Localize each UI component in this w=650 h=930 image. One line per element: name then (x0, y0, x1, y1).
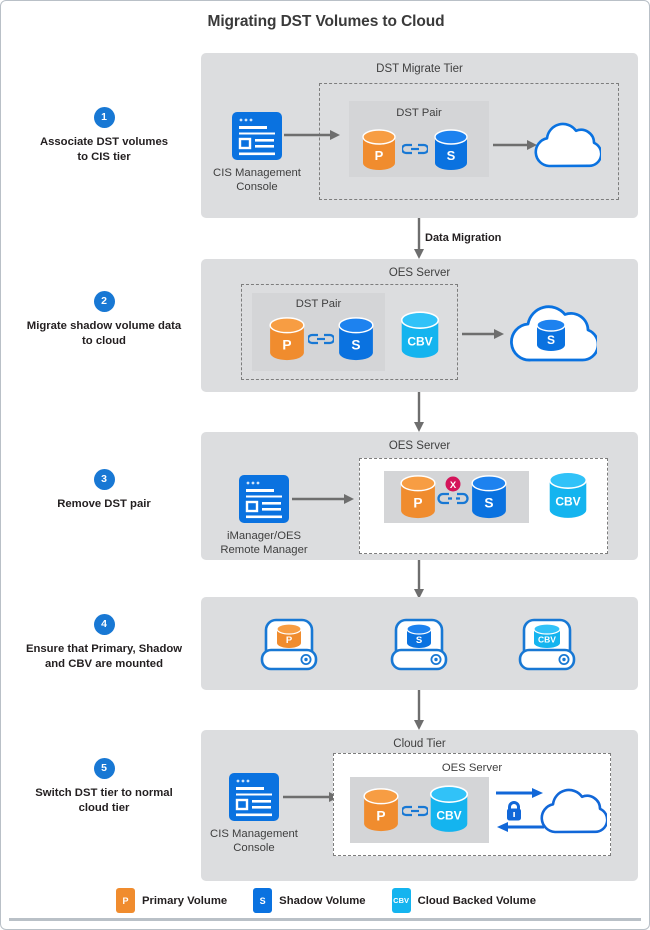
svg-text:X: X (450, 480, 457, 491)
step-1-label: 1 Associate DST volumes to CIS tier (9, 107, 199, 165)
step-1-console-caption: CIS Management Console (197, 166, 317, 194)
step-5-label: 5 Switch DST tier to normal cloud tier (9, 758, 199, 816)
shadow-volume-cylinder-2: S (338, 317, 374, 361)
oes-server-dashed-box-2 (241, 284, 458, 380)
arrow-console-to-dstpair-1 (284, 130, 340, 140)
cloud-backed-volume-cylinder-5: CBV (429, 785, 469, 832)
primary-volume-cylinder-5: P (363, 788, 399, 832)
cloud-icon-1 (534, 122, 601, 168)
mounted-cloud-backed-volume-icon: CBV (518, 618, 576, 671)
flow-arrow-2-to-3 (414, 392, 424, 432)
svg-text:S: S (447, 148, 456, 163)
secure-sync-arrows-with-lock-5 (496, 788, 544, 832)
step-2-badge: 2 (93, 291, 115, 312)
shadow-volume-cylinder-3: S (471, 475, 507, 519)
chain-link-icon-2 (308, 333, 334, 345)
broken-chain-link-icon-3: X (437, 476, 469, 505)
console-caption-line2: Console (236, 181, 278, 193)
imanager-oes-remote-manager-icon (239, 475, 289, 523)
panel-2-title: OES Server (388, 267, 451, 279)
svg-text:CBV: CBV (436, 808, 461, 822)
svg-text:P: P (282, 338, 291, 353)
primary-volume-cylinder-1: P (362, 129, 396, 170)
mounted-primary-volume-icon: P (260, 618, 318, 671)
svg-text:S: S (484, 496, 493, 511)
svg-text:P: P (375, 148, 384, 163)
arrow-dstpair-to-cloud-1 (493, 140, 537, 150)
svg-text:S: S (351, 338, 360, 353)
primary-volume-cylinder-2: P (269, 317, 305, 361)
console-caption-line1: CIS Management (213, 167, 301, 179)
shadow-volume-icon: S (253, 888, 273, 913)
legend-label-primary: Primary Volume (141, 894, 228, 907)
flow-arrow-4-to-5 (414, 690, 424, 730)
step-1-badge: 1 (93, 107, 115, 128)
svg-text:P: P (286, 635, 293, 646)
shadow-volume-cylinder-1: S (434, 129, 468, 170)
page-title: Migrating DST Volumes to Cloud (207, 13, 445, 30)
step-4-text-line2: and CBV are mounted (44, 658, 163, 670)
console-5-caption-line1: CIS Management (210, 828, 298, 840)
cis-management-console-icon-5 (229, 773, 279, 821)
flow-arrow-3-to-4 (414, 560, 424, 599)
svg-text:S: S (416, 635, 422, 646)
step-1-text-line1: Associate DST volumes (39, 136, 169, 148)
svg-text:S: S (547, 333, 555, 347)
step-4-label: 4 Ensure that Primary, Shadow and CBV ar… (9, 614, 199, 672)
data-migration-label: Data Migration (425, 232, 502, 244)
legend-item-cbv: CBV Cloud Backed Volume (391, 888, 537, 913)
arrow-console-to-oes-5 (283, 792, 339, 802)
step-5-console-caption: CIS Management Console (194, 827, 314, 855)
legend-label-shadow: Shadow Volume (279, 894, 366, 907)
step-5-text-line1: Switch DST tier to normal (35, 787, 173, 799)
step-5-badge: 5 (93, 758, 115, 779)
legend-label-cbv: Cloud Backed Volume (417, 894, 537, 907)
svg-text:CBV: CBV (538, 635, 556, 645)
arrow-manager-to-dstpair-3 (292, 494, 354, 504)
svg-text:P: P (376, 809, 385, 824)
step-4-text-line1: Ensure that Primary, Shadow (25, 643, 183, 655)
mounted-shadow-volume-icon: S (390, 618, 448, 671)
primary-volume-cylinder-3: P (400, 475, 436, 519)
step-4-badge: 4 (93, 614, 115, 635)
step-2-text-line2: to cloud (82, 335, 126, 347)
dst-pair-title-1: DST Pair (396, 107, 442, 119)
dst-pair-title-2: DST Pair (295, 298, 342, 310)
step-3-console-caption: iManager/OES Remote Manager (204, 529, 324, 557)
legend: P Primary Volume S Shadow Volume CBV Clo… (1, 888, 649, 913)
step-3-text-line1: Remove DST pair (57, 498, 151, 510)
flow-arrow-1-to-2 (414, 218, 424, 259)
chain-link-icon-5 (402, 805, 428, 817)
panel-1-title: DST Migrate Tier (376, 63, 463, 75)
legend-divider (9, 918, 641, 921)
step-2-text-line1: Migrate shadow volume data (26, 320, 182, 332)
remote-manager-caption-line2: Remote Manager (220, 544, 308, 556)
dst-migrate-tier-dashed-box (319, 83, 619, 200)
cloud-icon-5 (540, 788, 607, 834)
arrow-cbv-to-cloud-2 (462, 329, 504, 339)
step-2-label: 2 Migrate shadow volume data to cloud (9, 291, 199, 349)
console-5-caption-line2: Console (233, 842, 275, 854)
cloud-with-shadow-volume-icon-2: S (510, 305, 597, 362)
panel-5-title: Cloud Tier (393, 738, 446, 750)
svg-text:CBV: CBV (555, 494, 580, 508)
legend-item-shadow: S Shadow Volume (253, 888, 366, 913)
oes-server-title-5: OES Server (441, 762, 503, 774)
cloud-backed-volume-cylinder-3: CBV (548, 471, 588, 518)
step-1-text-line2: to CIS tier (77, 151, 131, 163)
cloud-backed-volume-cylinder-2: CBV (400, 311, 440, 358)
primary-volume-icon: P (115, 888, 135, 913)
panel-3-title: OES Server (388, 440, 451, 452)
chain-link-icon-1 (402, 143, 428, 155)
legend-item-primary: P Primary Volume (115, 888, 228, 913)
svg-text:CBV: CBV (407, 334, 432, 348)
cis-management-console-icon (232, 112, 282, 160)
step-3-label: 3 Remove DST pair (9, 469, 199, 512)
step-3-badge: 3 (93, 469, 115, 490)
step-5-text-line2: cloud tier (78, 802, 130, 814)
remote-manager-caption-line1: iManager/OES (226, 530, 302, 542)
svg-text:P: P (413, 496, 422, 511)
cloud-backed-volume-icon: CBV (391, 888, 411, 913)
